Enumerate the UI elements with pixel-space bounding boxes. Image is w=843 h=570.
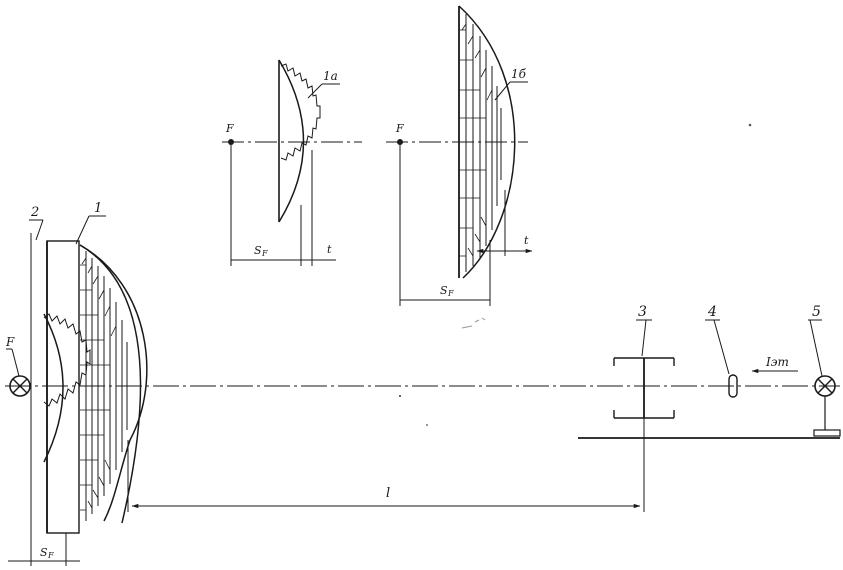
label-4: 4: [707, 304, 717, 320]
sf-1a-sub: F: [261, 249, 268, 258]
filter-4: [728, 374, 738, 398]
leader-1b: [75, 215, 90, 245]
label-1a: 1а: [323, 69, 338, 83]
sf-1b-label: S: [440, 284, 448, 297]
leader-1b-b: [494, 81, 511, 101]
t-1a-label: t: [327, 243, 332, 256]
label-3: 3: [638, 304, 647, 320]
sf-main-sub: F: [47, 551, 54, 560]
current-label: Iэт: [765, 355, 789, 369]
focus-point-1a: [228, 139, 234, 145]
label-2: 2: [30, 205, 39, 220]
label-5: 5: [812, 304, 821, 320]
focus-label-1a: F: [225, 122, 234, 135]
leader-4b: [713, 319, 730, 375]
sf-main-label: S: [40, 546, 48, 559]
light-source-2: [9, 375, 31, 397]
reference-lamp-5: [813, 375, 841, 437]
distance-l-label: l: [386, 486, 390, 501]
speck: [748, 123, 752, 127]
speck: [398, 394, 402, 398]
focus-label-main: F: [5, 335, 15, 349]
focus-point-1b: [397, 139, 403, 145]
sf-1a-label: S: [254, 244, 262, 257]
label-1: 1: [94, 201, 102, 216]
leader-2b: [35, 219, 44, 241]
receiver-3: [613, 357, 675, 512]
label-1b: 1б: [511, 67, 527, 81]
focus-label-1b: F: [395, 122, 404, 135]
sf-1b-sub: F: [447, 289, 454, 298]
t-1b-label: t: [524, 234, 529, 247]
lens-1a: [278, 59, 321, 223]
leader-5b: [809, 319, 823, 377]
leader-f-main-b: [11, 348, 20, 377]
speck: [461, 317, 486, 329]
lens-assembly-1: [30, 233, 148, 538]
leader-1a-b: [307, 83, 323, 99]
leader-3b: [641, 319, 647, 357]
speck: [426, 424, 428, 426]
